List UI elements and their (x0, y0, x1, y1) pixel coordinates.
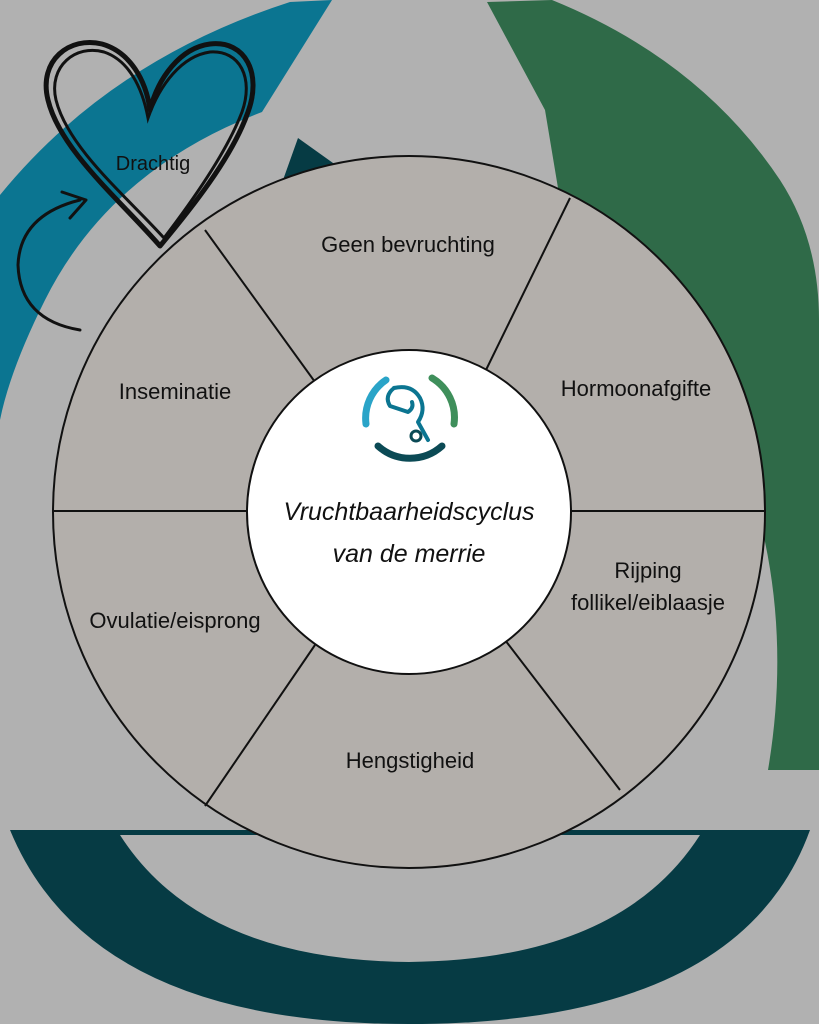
green-cycle-arc (487, 0, 819, 770)
heart-label: Drachtig (116, 153, 190, 175)
divider-line (504, 639, 621, 791)
center-title-line2: van de merrie (333, 540, 486, 568)
horse-stethoscope-logo (362, 374, 458, 462)
heart-annotation: Drachtig (16, 40, 256, 332)
dark-cycle-arc-inner-cut (120, 835, 700, 962)
heart-icon-stroke2 (53, 48, 248, 240)
segment-label-inseminatie: Inseminatie (119, 379, 232, 404)
divider-line (204, 229, 316, 383)
divider-line (484, 197, 571, 373)
curved-arrow-icon (16, 198, 82, 332)
center-title-line1: Vruchtbaarheidscyclus (283, 498, 534, 526)
divider-line (204, 644, 316, 807)
arrow-head-icon (60, 190, 88, 220)
segment-label-ovulatie: Ovulatie/eisprong (89, 608, 260, 633)
segment-label-rijping-line2: follikel/eiblaasje (571, 590, 725, 615)
segment-label-geen-bevruchting: Geen bevruchting (321, 232, 495, 257)
segment-label-rijping-line1: Rijping (614, 558, 681, 583)
cycle-wheel: Vruchtbaarheidscyclus van de merrie Geen… (52, 155, 766, 869)
center-circle (246, 349, 572, 675)
segment-label-hengstigheid: Hengstigheid (346, 748, 474, 773)
segment-label-hormoonafgifte: Hormoonafgifte (561, 376, 711, 401)
